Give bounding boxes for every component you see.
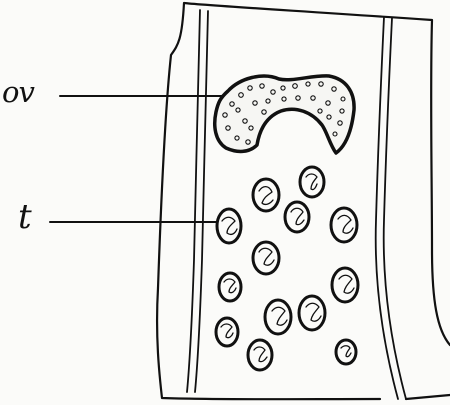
testis	[216, 318, 238, 346]
testis	[265, 300, 291, 334]
right-excretory-canal	[384, 18, 406, 399]
testis	[336, 340, 356, 364]
right-canal-inner-line	[376, 17, 398, 399]
testis	[248, 340, 272, 370]
left-canal-inner-line	[195, 11, 208, 392]
segment-outline	[157, 3, 450, 399]
testis	[332, 268, 358, 302]
testis	[253, 179, 279, 211]
testis	[300, 167, 324, 197]
ovary-label: ov	[2, 78, 34, 107]
testis	[285, 202, 309, 232]
testis	[219, 273, 241, 301]
testes	[216, 167, 358, 370]
testis-texture	[221, 174, 354, 362]
testis	[331, 208, 357, 242]
testis	[299, 296, 325, 330]
testis	[217, 209, 241, 243]
testis-label: t	[18, 200, 32, 234]
testis	[253, 242, 279, 274]
